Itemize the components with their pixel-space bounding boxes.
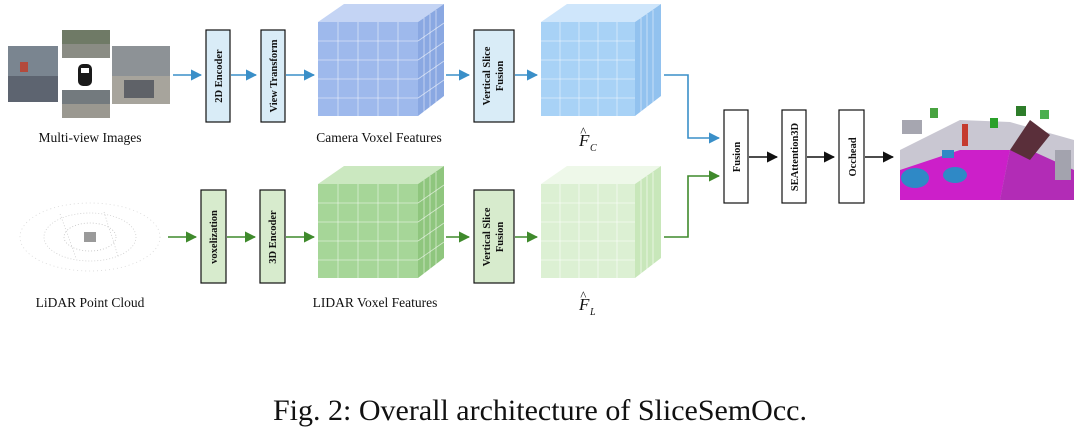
view-transform-block: View Transform: [260, 29, 286, 123]
lidar-point-cloud-label: LiDAR Point Cloud: [36, 295, 145, 310]
svg-text:L: L: [589, 307, 596, 318]
3d-encoder-block: 3D Encoder: [259, 189, 286, 284]
svg-text:voxelization: voxelization: [209, 210, 220, 264]
svg-text:^: ^: [580, 288, 587, 303]
figure-caption: Fig. 2: Overall architecture of SliceSem…: [273, 394, 807, 427]
lidar-point-cloud: [19, 202, 161, 272]
svg-text:Fusion: Fusion: [732, 142, 743, 173]
lidar-voxel-features-label: LIDAR Voxel Features: [313, 295, 438, 310]
svg-text:3D Encoder: 3D Encoder: [268, 210, 279, 264]
svg-text:F: F: [578, 295, 590, 314]
svg-text:F: F: [578, 131, 590, 150]
camera-branch: Multi-view Images 2D Encoder View Transf…: [8, 4, 721, 154]
camera-voxel-features-label: Camera Voxel Features: [316, 130, 441, 145]
lidar-fused-feature-cube: [541, 166, 661, 278]
multi-view-images: [8, 30, 170, 118]
svg-text:Occhead: Occhead: [848, 137, 859, 176]
feature-f-l-label: F ^ L: [578, 288, 596, 318]
head-section: Fusion SEAttention3D Occhead: [723, 106, 1074, 204]
feature-f-c-label: F ^ C: [578, 124, 597, 154]
2d-encoder-block: 2D Encoder: [205, 29, 231, 123]
svg-text:^: ^: [580, 124, 587, 139]
lidar-branch: LiDAR Point Cloud voxelization 3D Encode…: [19, 166, 721, 318]
seattention3d-block: SEAttention3D: [781, 109, 807, 204]
svg-text:C: C: [590, 143, 597, 154]
multi-view-images-label: Multi-view Images: [38, 130, 141, 145]
occhead-block: Occhead: [838, 109, 865, 204]
svg-text:Fusion: Fusion: [495, 61, 506, 92]
svg-text:Vertical Slice: Vertical Slice: [482, 46, 493, 105]
svg-text:SEAttention3D: SEAttention3D: [790, 122, 801, 191]
svg-text:2D Encoder: 2D Encoder: [214, 49, 225, 103]
svg-text:Vertical Slice: Vertical Slice: [482, 207, 493, 266]
svg-text:View Transform: View Transform: [269, 39, 280, 112]
camera-fused-feature-cube: [541, 4, 661, 116]
occupancy-output-image: [900, 106, 1074, 200]
voxelization-block: voxelization: [200, 189, 227, 284]
lidar-voxel-cube: [318, 166, 445, 278]
camera-vertical-slice-fusion-block: Vertical Slice Fusion: [473, 29, 515, 123]
camera-voxel-cube: [318, 4, 445, 116]
lidar-vertical-slice-fusion-block: Vertical Slice Fusion: [473, 189, 515, 284]
svg-text:Fusion: Fusion: [495, 222, 506, 253]
fusion-block: Fusion: [723, 109, 749, 204]
